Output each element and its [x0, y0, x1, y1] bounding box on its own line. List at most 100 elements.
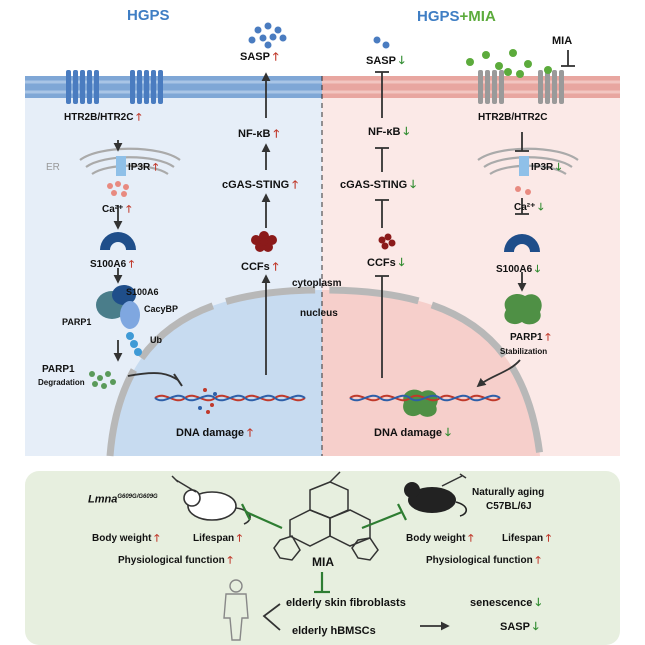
down-arrow-icon: 🡓 — [534, 264, 541, 275]
sasp-dots-left — [248, 22, 287, 49]
physiological-left: Physiological function 🡑 — [118, 555, 233, 566]
up-arrow-icon: 🡑 — [545, 533, 552, 544]
pathway-inhibitors-right — [375, 50, 575, 378]
receptor-left-1 — [66, 70, 99, 104]
parp1-left: PARP1 — [42, 364, 75, 375]
down-arrow-icon: 🡓 — [445, 427, 451, 439]
s100a6-left: S100A6 🡑 — [90, 259, 135, 270]
ccfs-right: CCFs 🡓 — [367, 257, 405, 269]
dna-damage-right: DNA damage 🡓 — [374, 427, 451, 439]
physiological-right: Physiological function 🡑 — [426, 555, 541, 566]
down-arrow-icon: 🡓 — [403, 126, 410, 138]
cgas-left: cGAS-STING 🡑 — [222, 179, 299, 191]
mia-bottom-label: MIA — [312, 555, 334, 569]
down-arrow-icon: 🡓 — [532, 621, 539, 633]
stabilization-label: Stabilization — [500, 347, 548, 356]
up-arrow-icon: 🡑 — [273, 128, 280, 140]
er-left — [79, 147, 181, 175]
senescence-label: senescence 🡓 — [470, 597, 542, 609]
down-arrow-icon: 🡓 — [398, 55, 405, 67]
mia-top-label: MIA — [552, 35, 573, 47]
ip3r-right: IP3R 🡓 — [531, 162, 562, 173]
nfkb-left: NF-κB 🡑 — [238, 128, 280, 140]
parp1-fragments — [89, 371, 116, 389]
cell-branch — [262, 603, 281, 631]
ca-dots-right — [515, 186, 531, 195]
nucleus-left — [110, 290, 322, 456]
cytoplasm-label: cytoplasm — [292, 278, 342, 289]
up-arrow-icon: 🡑 — [227, 555, 233, 566]
lmna-label: LmnaG609G/G609G — [88, 493, 158, 506]
sasp-bottom-label: SASP 🡓 — [500, 621, 539, 633]
down-arrow-icon: 🡓 — [556, 162, 562, 173]
ccfs-right — [378, 233, 396, 250]
receptor-right-2 — [538, 70, 564, 104]
ca-left: Ca²⁺ 🡑 — [102, 204, 132, 215]
down-arrow-icon: 🡓 — [398, 257, 405, 269]
up-arrow-icon: 🡑 — [535, 555, 541, 566]
human-icon — [223, 579, 249, 641]
up-arrow-icon: 🡑 — [154, 533, 160, 544]
receptor-right-1 — [478, 70, 504, 104]
parp1-right — [504, 293, 542, 325]
elderly-fibroblasts-label: elderly skin fibroblasts — [286, 597, 406, 609]
dna-helix-left — [154, 394, 306, 402]
ccfs-left — [251, 231, 277, 252]
body-weight-left: Body weight 🡑 — [92, 533, 160, 544]
degradation-label: Degradation — [38, 378, 85, 387]
sasp-left: SASP 🡑 — [240, 51, 279, 63]
parp1-complex-left — [96, 285, 142, 356]
naturally-aging-label: Naturally aging — [472, 487, 545, 498]
down-arrow-icon: 🡓 — [535, 597, 542, 609]
cgas-right: cGAS-STING 🡓 — [340, 179, 417, 191]
membrane-right — [322, 76, 620, 98]
bottom-panel-bg — [25, 471, 620, 645]
ca-right: Ca²⁺ 🡓 — [514, 202, 544, 213]
body-weight-right: Body weight 🡑 — [406, 533, 474, 544]
ub-label: Ub — [150, 335, 162, 345]
strain-label: C57BL/6J — [486, 501, 532, 512]
dna-break-dots — [203, 388, 214, 414]
inhibit-to-dna-left — [127, 372, 179, 381]
sasp-right: SASP 🡓 — [366, 55, 405, 67]
sasp-dots-right — [373, 36, 390, 49]
down-arrow-icon: 🡓 — [410, 179, 417, 191]
s100a6-left — [100, 232, 136, 250]
mia-structure — [273, 471, 379, 561]
mia-molecules — [466, 49, 552, 78]
receptor-left-2 — [130, 70, 163, 104]
nfkb-right: NF-κB 🡓 — [368, 126, 410, 138]
htr-right: HTR2B/HTR2C — [478, 112, 548, 123]
htr-left: HTR2B/HTR2C 🡑 — [64, 112, 142, 123]
mouse-right-icon — [404, 482, 468, 517]
syringe-left-icon — [171, 475, 197, 493]
parp1-complex-label: PARP1 — [62, 317, 92, 327]
ca-dots-left — [107, 181, 129, 197]
hgps-mia-title: HGPS+MIA — [417, 8, 496, 25]
up-arrow-icon: 🡑 — [236, 533, 243, 544]
dna-damage-left: DNA damage 🡑 — [176, 427, 253, 439]
up-arrow-icon: 🡑 — [126, 204, 132, 215]
up-arrow-icon: 🡑 — [468, 533, 474, 544]
ip3r-left: IP3R 🡑 — [128, 162, 159, 173]
up-arrow-icon: 🡑 — [128, 259, 135, 270]
hgps-title: HGPS — [127, 7, 170, 24]
bottom-inhibitors — [241, 503, 407, 594]
up-arrow-icon: 🡑 — [247, 427, 253, 439]
ip3r-left — [116, 156, 126, 176]
parp1-right: PARP1 🡑 — [510, 332, 551, 343]
er-label-left: ER — [46, 162, 60, 173]
up-arrow-icon: 🡑 — [153, 162, 159, 173]
up-arrow-icon: 🡑 — [136, 112, 142, 123]
s100a6-right: S100A6 🡓 — [496, 264, 541, 275]
ccfs-left: CCFs 🡑 — [241, 261, 279, 273]
down-arrow-icon: 🡓 — [538, 202, 544, 213]
up-arrow-icon: 🡑 — [272, 261, 279, 273]
lifespan-left: Lifespan 🡑 — [193, 533, 243, 544]
nucleus-right — [322, 290, 540, 456]
syringe-right-icon — [441, 473, 467, 487]
up-arrow-icon: 🡑 — [545, 332, 551, 343]
elderly-hbmscs-label: elderly hBMSCs — [292, 625, 376, 637]
pathway-arrows-left — [113, 72, 271, 375]
